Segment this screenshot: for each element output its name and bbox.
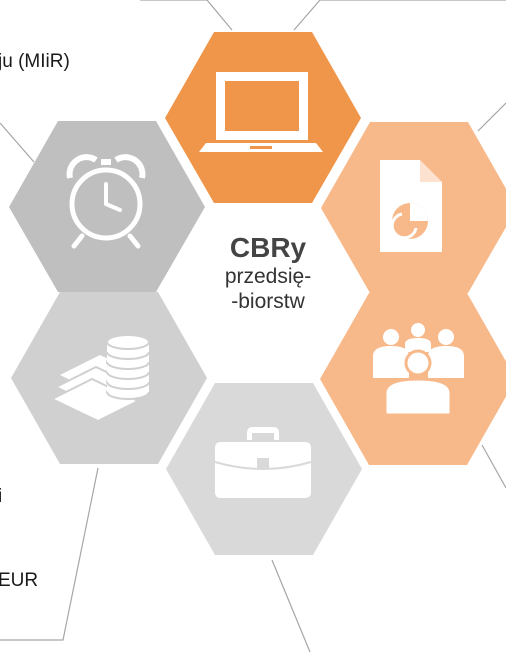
connector-left-upper	[0, 122, 35, 163]
side-label-bottom-left: EUR	[0, 570, 39, 591]
center-subtitle-line2: -biorstw	[231, 290, 305, 313]
document-chart-icon	[380, 160, 442, 252]
people-group-icon	[373, 323, 464, 417]
laptop-icon	[199, 72, 323, 152]
connector-left-lower	[0, 467, 99, 641]
center-label: CBRy przedsię- -biorstw	[196, 232, 340, 314]
money-coins-icon	[49, 334, 150, 423]
connector-bottom	[271, 559, 311, 652]
alarm-clock-icon	[66, 154, 146, 249]
center-subtitle-line1: przedsię-	[224, 265, 312, 288]
connector-right-lower	[481, 444, 506, 489]
connector-top-right	[293, 0, 506, 31]
briefcase-icon	[214, 427, 312, 498]
center-title: CBRy	[229, 232, 307, 263]
side-label-mid-left: i	[0, 486, 3, 507]
connector-top-left	[140, 0, 233, 31]
connector-right-upper	[477, 102, 506, 132]
hexagon-laptop[interactable]	[165, 32, 361, 203]
side-label-top-left: ju (MIiR)	[0, 51, 70, 72]
